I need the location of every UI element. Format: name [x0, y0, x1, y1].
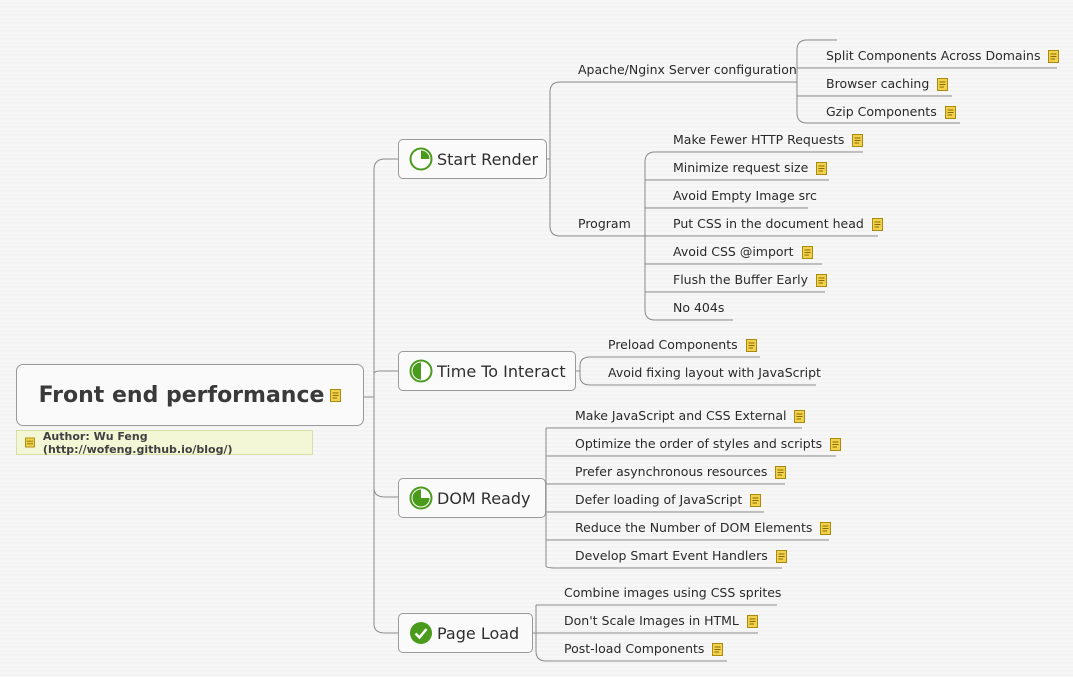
leaf-label: Don't Scale Images in HTML — [564, 613, 739, 628]
leaf-label: Browser caching — [826, 76, 930, 91]
branch-time-to-interact[interactable]: Time To Interact — [398, 351, 576, 391]
leaf-label: Post-load Components — [564, 641, 705, 656]
note-icon[interactable] — [330, 388, 342, 402]
note-icon[interactable] — [746, 614, 758, 628]
note-icon[interactable] — [852, 133, 864, 147]
leaf-topic[interactable]: Post-load Components — [564, 641, 724, 657]
leaf-topic[interactable]: Flush the Buffer Early — [673, 272, 827, 288]
leaf-topic[interactable]: Combine images using CSS sprites — [564, 585, 781, 601]
note-icon[interactable] — [871, 217, 883, 231]
root-topic[interactable]: Front end performance — [16, 364, 364, 426]
leaf-label: Make JavaScript and CSS External — [575, 408, 787, 423]
subtopic-server-config[interactable]: Apache/Nginx Server configuration — [578, 62, 797, 78]
note-icon[interactable] — [775, 549, 787, 563]
leaf-label: Avoid fixing layout with JavaScript — [608, 365, 821, 380]
leaf-label: Put CSS in the document head — [673, 216, 864, 231]
leaf-topic[interactable]: Minimize request size — [673, 160, 828, 176]
subtopic-label: Program — [578, 216, 631, 231]
leaf-label: Avoid CSS @import — [673, 244, 794, 259]
leaf-topic[interactable]: Gzip Components — [826, 104, 956, 120]
progress-complete-icon — [410, 622, 432, 644]
progress-quarter-icon — [409, 147, 433, 171]
leaf-label: Develop Smart Event Handlers — [575, 548, 768, 563]
note-icon[interactable] — [816, 161, 828, 175]
note-icon[interactable] — [830, 437, 842, 451]
leaf-topic[interactable]: Don't Scale Images in HTML — [564, 613, 758, 629]
leaf-topic[interactable]: Avoid Empty Image src — [673, 188, 817, 204]
leaf-topic[interactable]: Avoid fixing layout with JavaScript — [608, 365, 821, 381]
leaf-topic[interactable]: Optimize the order of styles and scripts — [575, 436, 842, 452]
leaf-label: Gzip Components — [826, 104, 937, 119]
leaf-label: Minimize request size — [673, 160, 809, 175]
branch-start-render[interactable]: Start Render — [398, 139, 547, 179]
note-icon[interactable] — [801, 245, 813, 259]
branch-label: Page Load — [437, 623, 520, 643]
note-icon[interactable] — [944, 105, 956, 119]
note-icon[interactable] — [775, 465, 787, 479]
leaf-topic[interactable]: No 404s — [673, 300, 724, 316]
leaf-topic[interactable]: Defer loading of JavaScript — [575, 492, 762, 508]
leaf-label: No 404s — [673, 300, 725, 315]
progress-three-quarter-icon — [409, 486, 433, 510]
author-text: Author: Wu Feng (http://wofeng.github.io… — [42, 429, 233, 456]
note-icon[interactable] — [745, 338, 757, 352]
author-note: Author: Wu Feng (http://wofeng.github.io… — [16, 429, 313, 456]
leaf-label: Optimize the order of styles and scripts — [575, 436, 823, 451]
root-title: Front end performance — [38, 382, 325, 408]
subtopic-program[interactable]: Program — [578, 216, 631, 232]
note-icon[interactable] — [794, 409, 806, 423]
leaf-label: Reduce the Number of DOM Elements — [575, 520, 813, 535]
leaf-topic[interactable]: Split Components Across Domains — [826, 48, 1060, 64]
leaf-topic[interactable]: Avoid CSS @import — [673, 244, 813, 260]
leaf-label: Make Fewer HTTP Requests — [673, 132, 845, 147]
leaf-label: Combine images using CSS sprites — [564, 585, 782, 600]
subtopic-label: Apache/Nginx Server configuration — [578, 62, 797, 77]
note-icon[interactable] — [712, 642, 724, 656]
branch-dom-ready[interactable]: DOM Ready — [398, 478, 546, 518]
leaf-topic[interactable]: Put CSS in the document head — [673, 216, 883, 232]
leaf-topic[interactable]: Prefer asynchronous resources — [575, 464, 787, 480]
leaf-label: Defer loading of JavaScript — [575, 492, 743, 507]
note-icon[interactable] — [937, 77, 949, 91]
branch-page-load[interactable]: Page Load — [398, 613, 533, 653]
leaf-topic[interactable]: Make JavaScript and CSS External — [575, 408, 806, 424]
leaf-topic[interactable]: Reduce the Number of DOM Elements — [575, 520, 832, 536]
branch-label: DOM Ready — [437, 488, 531, 508]
leaf-topic[interactable]: Preload Components — [608, 337, 757, 353]
leaf-topic[interactable]: Develop Smart Event Handlers — [575, 548, 787, 564]
branch-label: Start Render — [437, 149, 539, 169]
note-icon[interactable] — [750, 493, 762, 507]
note-icon[interactable] — [1048, 49, 1060, 63]
leaf-label: Flush the Buffer Early — [673, 272, 808, 287]
leaf-topic[interactable]: Browser caching — [826, 76, 949, 92]
branch-label: Time To Interact — [437, 361, 566, 381]
leaf-label: Avoid Empty Image src — [673, 188, 817, 203]
note-icon[interactable] — [815, 273, 827, 287]
progress-half-icon — [409, 359, 433, 383]
leaf-label: Prefer asynchronous resources — [575, 464, 768, 479]
leaf-label: Preload Components — [608, 337, 738, 352]
leaf-label: Split Components Across Domains — [826, 48, 1041, 63]
leaf-topic[interactable]: Make Fewer HTTP Requests — [673, 132, 864, 148]
summary-icon — [25, 437, 35, 448]
note-icon[interactable] — [820, 521, 832, 535]
